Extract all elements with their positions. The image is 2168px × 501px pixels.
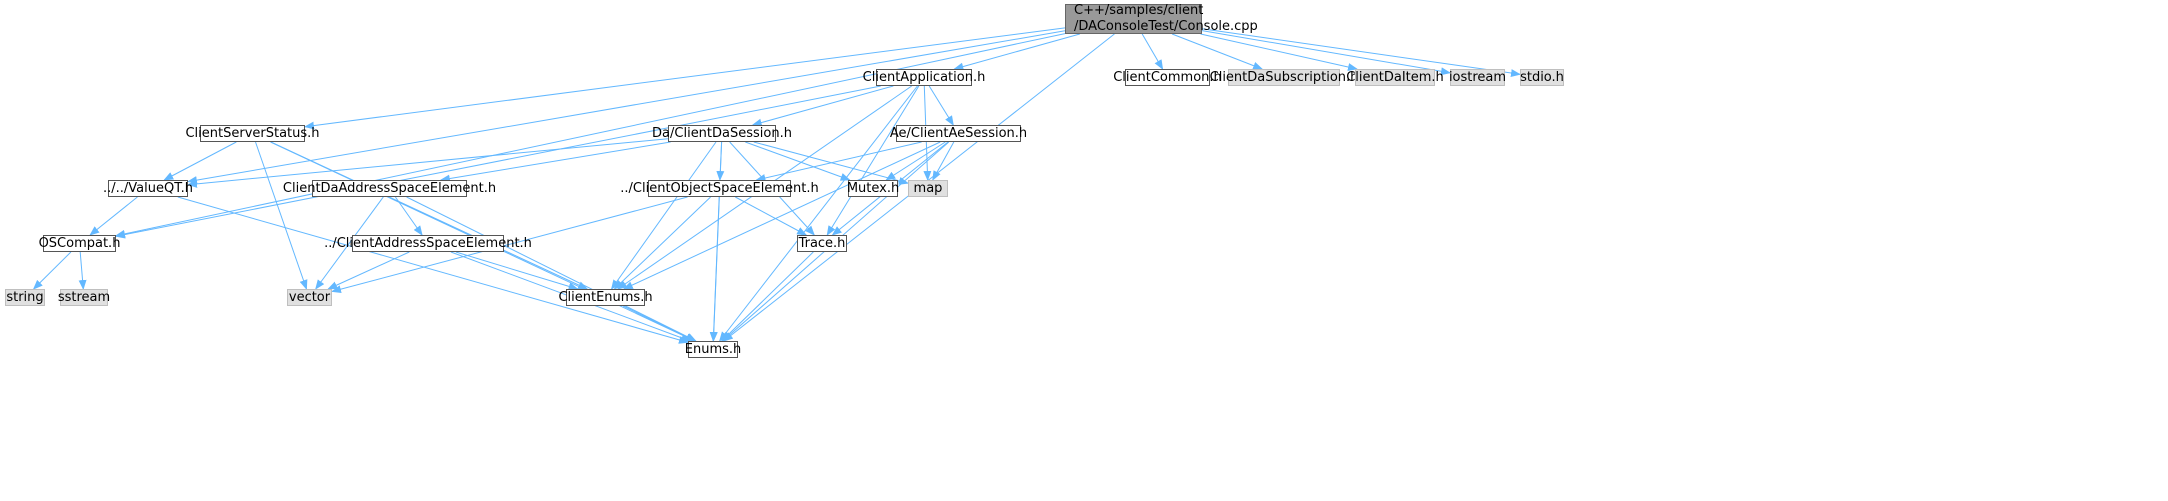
edge-ae_client_ae_session_h-to-client_enums_h	[622, 141, 941, 290]
node-enums-h[interactable]: Enums.h	[685, 341, 741, 358]
edge-client_da_address_space_element_h-to-vector	[315, 196, 384, 290]
node-map[interactable]: map	[908, 180, 948, 197]
edge-ae_client_ae_session_h-to-client_object_space_element_h	[755, 141, 922, 182]
node-label: ClientServerStatus.h	[185, 125, 320, 141]
edge-client_da_address_space_element_h-to-client_address_space_element_h	[394, 196, 423, 236]
node-stdio-h[interactable]: stdio.h	[1520, 69, 1564, 86]
node-label: iostream	[1448, 69, 1507, 85]
node-client-server-status-h[interactable]: ClientServerStatus.h	[185, 125, 320, 142]
node-os-compat-h[interactable]: OSCompat.h	[39, 235, 120, 252]
edge-console_cpp-to-value_qt_h	[187, 30, 1066, 185]
node-client-object-space-element-h[interactable]: ../ClientObjectSpaceElement.h	[620, 180, 819, 197]
node-label: ClientDaSubscription.h	[1209, 69, 1359, 85]
node-label: sstream	[57, 289, 111, 305]
edge-client_object_space_element_h-to-vector	[331, 196, 688, 294]
node-label: Trace.h	[798, 235, 846, 251]
edge-console_cpp-to-stdio_h	[1201, 28, 1521, 77]
node-label: ClientEnums.h	[558, 289, 653, 305]
edge-client_da_address_space_element_h-to-enums_h	[406, 196, 697, 342]
node-label: Ae/ClientAeSession.h	[889, 125, 1028, 141]
edge-os_compat_h-to-sstream	[78, 251, 87, 290]
edge-client_application_h-to-da_client_da_session_h	[751, 85, 894, 127]
node-label: vector	[288, 289, 331, 305]
node-da-client-da-session-h[interactable]: Da/ClientDaSession.h	[652, 125, 792, 142]
edge-client_address_space_element_h-to-client_enums_h	[455, 251, 579, 291]
node-label: ../ClientAddressSpaceElement.h	[324, 235, 532, 251]
node-vector[interactable]: vector	[287, 289, 332, 306]
node-label: Mutex.h	[846, 180, 900, 196]
node-client-da-item-h[interactable]: ClientDaItem.h	[1346, 69, 1444, 86]
node-sstream[interactable]: sstream	[57, 289, 111, 306]
edge-da_client_da_session_h-to-client_enums_h	[610, 141, 717, 290]
node-label: ClientApplication.h	[862, 69, 986, 85]
edge-da_client_da_session_h-to-mutex_h	[745, 141, 851, 181]
edge-client_object_space_element_h-to-trace_h	[735, 196, 808, 236]
node-client-application-h[interactable]: ClientApplication.h	[863, 69, 985, 86]
node-console-cpp[interactable]: C++/samples/client /DAConsoleTest/Consol…	[1065, 3, 1258, 34]
node-label: Enums.h	[684, 341, 742, 357]
edge-console_cpp-to-client_da_item_h	[1200, 33, 1358, 71]
edge-trace_h-to-enums_h	[720, 251, 814, 342]
edge-console_cpp-to-client_common_h	[1141, 33, 1164, 70]
edge-os_compat_h-to-string	[32, 251, 72, 290]
node-ae-client-ae-session-h[interactable]: Ae/ClientAeSession.h	[890, 125, 1027, 142]
node-client-common-h[interactable]: ClientCommon.h	[1113, 69, 1222, 86]
edge-client_server_status_h-to-value_qt_h	[163, 141, 237, 181]
edge-client_enums_h-to-enums_h	[622, 305, 697, 342]
edge-value_qt_h-to-enums_h	[177, 196, 689, 344]
edge-value_qt_h-to-os_compat_h	[89, 196, 138, 236]
node-label: OSCompat.h	[38, 235, 121, 251]
edge-da_client_da_session_h-to-value_qt_h	[187, 138, 669, 188]
edge-ae_client_ae_session_h-to-map	[932, 141, 955, 181]
edge-console_cpp-to-client_server_status_h	[304, 27, 1066, 130]
edge-da_client_da_session_h-to-client_da_address_space_element_h	[439, 141, 671, 183]
node-client-da-subscription-h[interactable]: ClientDaSubscription.h	[1210, 69, 1358, 86]
node-label: ClientCommon.h	[1113, 69, 1222, 85]
node-label: ../../ValueQT.h	[103, 180, 193, 196]
node-label: ClientDaAddressSpaceElement.h	[282, 180, 497, 196]
edge-client_application_h-to-os_compat_h	[115, 85, 881, 239]
edge-client_application_h-to-ae_client_ae_session_h	[928, 85, 954, 126]
node-label: string	[6, 289, 44, 305]
node-client-da-address-space-element-h[interactable]: ClientDaAddressSpaceElement.h	[283, 180, 496, 197]
node-value-qt-h[interactable]: ../../ValueQT.h	[103, 180, 193, 197]
edge-console_cpp-to-os_compat_h	[115, 33, 1066, 238]
node-label: stdio.h	[1520, 69, 1564, 85]
node-mutex-h[interactable]: Mutex.h	[846, 180, 900, 197]
edge-console_cpp-to-client_application_h	[953, 33, 1080, 71]
edge-client_application_h-to-trace_h	[826, 85, 920, 236]
edge-client_address_space_element_h-to-vector	[327, 251, 410, 290]
node-trace-h[interactable]: Trace.h	[797, 235, 847, 252]
edge-console_cpp-to-client_da_subscription_h	[1171, 33, 1264, 70]
edge-client_object_space_element_h-to-enums_h	[709, 196, 720, 342]
node-label: map	[913, 180, 943, 196]
edge-client_application_h-to-enums_h	[718, 85, 918, 342]
node-label: ClientDaItem.h	[1346, 69, 1444, 85]
node-string[interactable]: string	[5, 289, 45, 306]
edge-ae_client_ae_session_h-to-mutex_h	[885, 141, 946, 181]
node-label: ../ClientObjectSpaceElement.h	[620, 180, 819, 196]
node-label: Da/ClientDaSession.h	[652, 125, 792, 141]
edge-layer	[32, 27, 1521, 344]
edge-client_object_space_element_h-to-client_enums_h	[613, 196, 711, 290]
edge-client_server_status_h-to-vector	[255, 141, 308, 290]
node-iostream[interactable]: iostream	[1448, 69, 1507, 86]
node-client-address-space-element-h[interactable]: ../ClientAddressSpaceElement.h	[324, 235, 532, 252]
edge-console_cpp-to-iostream	[1201, 30, 1451, 76]
node-client-enums-h[interactable]: ClientEnums.h	[558, 289, 653, 306]
